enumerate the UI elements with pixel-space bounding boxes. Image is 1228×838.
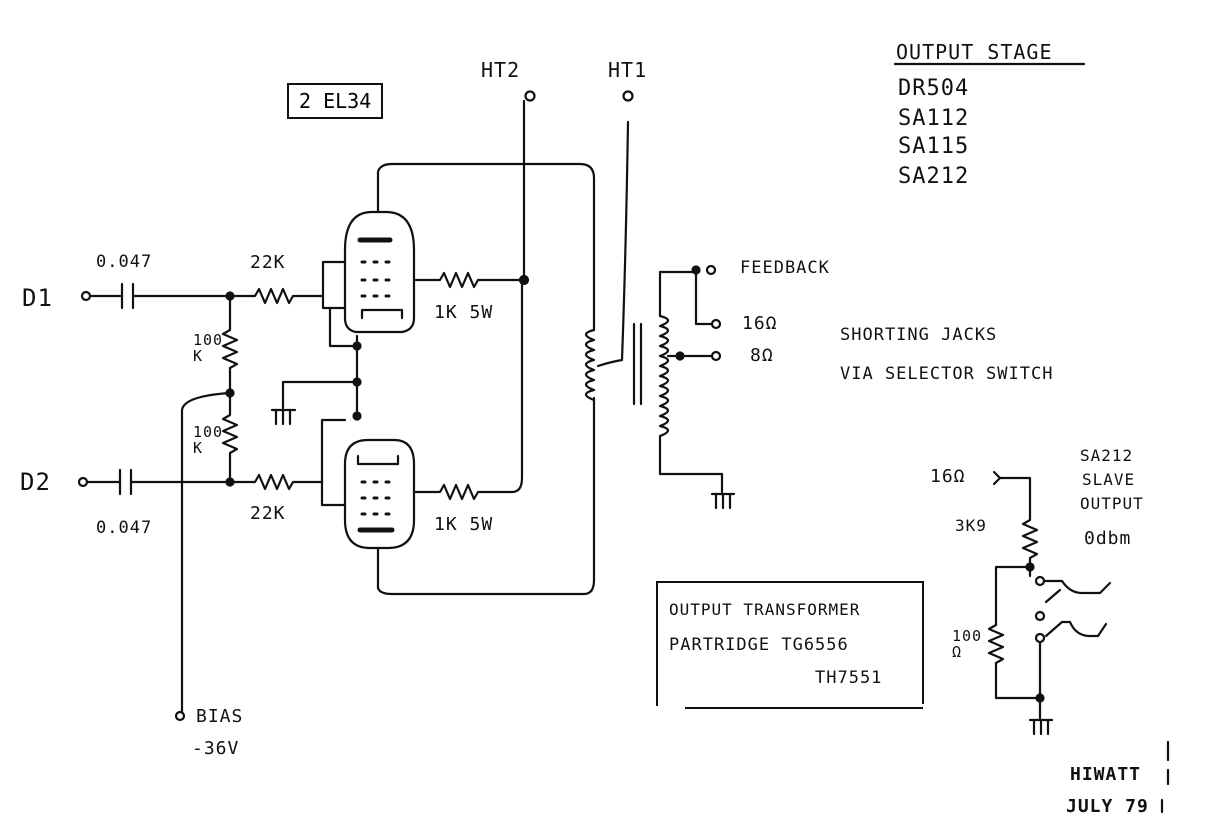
input-d1-label: D1 xyxy=(22,284,53,312)
input-d2-wire xyxy=(77,418,347,507)
model-2: SA112 xyxy=(898,106,970,131)
stage-box: 2 EL34 xyxy=(287,83,384,119)
input-d1-wire xyxy=(80,260,347,310)
valve-lower xyxy=(343,438,416,550)
feedback-label: FEEDBACK xyxy=(740,258,830,278)
transformer-box: OUTPUT TRANSFORMER PARTRIDGE TG6556 TH75… xyxy=(655,580,925,709)
slave-tap-label: 16Ω xyxy=(930,466,966,487)
grid-res-bottom-label: 22K xyxy=(250,503,286,524)
jacks-note-2: VIA SELECTOR SWITCH xyxy=(840,364,1054,384)
anode-wiring xyxy=(376,162,596,596)
screen-res-top-label: 1K 5W xyxy=(434,302,494,323)
slave-title-1: SA212 xyxy=(1080,446,1134,465)
signature-marks xyxy=(1160,740,1170,814)
output-transformer xyxy=(584,90,736,510)
stage-box-label: 2 EL34 xyxy=(299,89,372,113)
transformer-line-3: TH7551 xyxy=(815,668,883,688)
input-d2-label: D2 xyxy=(20,468,51,496)
model-1: DR504 xyxy=(898,76,970,101)
bias-network xyxy=(174,294,239,722)
slave-title-2: SLAVE xyxy=(1082,470,1136,489)
transformer-line-1: OUTPUT TRANSFORMER xyxy=(669,600,861,619)
model-4: SA212 xyxy=(898,164,970,189)
bias-res-top-label: 100 K xyxy=(193,331,224,365)
grid-res-top-label: 22K xyxy=(250,252,286,273)
title-heading: OUTPUT STAGE xyxy=(896,40,1053,64)
cap-top-label: 0.047 xyxy=(96,252,153,272)
slave-r1-label: 3K9 xyxy=(955,516,987,535)
ht2-label: HT2 xyxy=(481,58,521,82)
jacks-note-1: SHORTING JACKS xyxy=(840,325,998,345)
signature-date: JULY 79 xyxy=(1066,796,1149,817)
screen-res-bottom-label: 1K 5W xyxy=(434,514,494,535)
cathode-ground xyxy=(270,306,362,426)
transformer-line-2: PARTRIDGE TG6556 xyxy=(669,635,849,655)
bias-res-bottom-label: 100 K xyxy=(193,423,224,457)
slave-r2-label: 100 Ω xyxy=(952,627,983,661)
signature-name: HIWATT xyxy=(1070,764,1142,785)
slave-level: 0dbm xyxy=(1084,528,1132,549)
slave-output-network xyxy=(987,470,1112,736)
model-3: SA115 xyxy=(898,134,970,159)
bias-label: BIAS xyxy=(196,706,244,727)
slave-title-3: OUTPUT xyxy=(1080,494,1144,513)
transformer-box-frame xyxy=(656,581,924,709)
tap-16-label: 16Ω xyxy=(742,313,778,334)
tap-8-label: 8Ω xyxy=(750,345,774,366)
screen-supply xyxy=(412,90,536,501)
ht1-label: HT1 xyxy=(608,58,648,82)
cap-bottom-label: 0.047 xyxy=(96,518,153,538)
bias-voltage: -36V xyxy=(192,738,240,759)
valve-upper xyxy=(343,210,416,334)
